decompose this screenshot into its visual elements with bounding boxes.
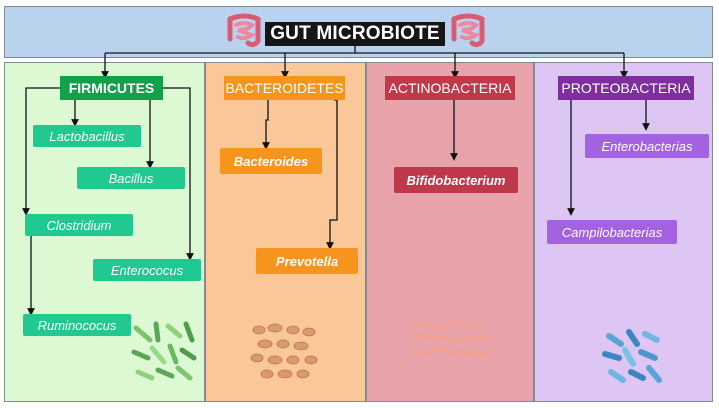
bacteria-cluster-icon [131,321,197,381]
bacteria-cluster-icon [250,323,318,379]
bacteria-cluster-icon [408,321,490,357]
genus-enterobacterias: Enterobacterias [585,134,709,158]
genus-prevotella: Prevotella [256,248,358,274]
phylum-bacteroidetes: BACTEROIDETES [224,76,345,100]
genus-campilobacterias: Campilobacterias [547,220,677,244]
phylum-firmicutes: FIRMICUTES [60,76,163,100]
column-bacteroidetes [205,62,366,402]
column-actinobacteria [366,62,534,402]
genus-ruminococus: Ruminococus [23,314,131,336]
diagram-title: GUT MICROBIOTE [265,22,445,46]
intestine-icon [448,11,488,51]
genus-lactobacillus: Lactobacillus [33,125,141,147]
genus-bacillus: Bacillus [77,167,185,189]
bacteria-cluster-icon [602,329,662,383]
genus-bifidobacterium: Bifidobacterium [394,167,518,193]
phylum-actinobacteria: ACTINOBACTERIA [385,76,515,100]
genus-clostridium: Clostridium [25,214,133,236]
genus-bacteroides: Bacteroides [220,148,322,174]
intestine-icon [224,11,264,51]
genus-enterococus: Enterococus [93,259,201,281]
phylum-proteobacteria: PROTEOBACTERIA [558,76,694,100]
